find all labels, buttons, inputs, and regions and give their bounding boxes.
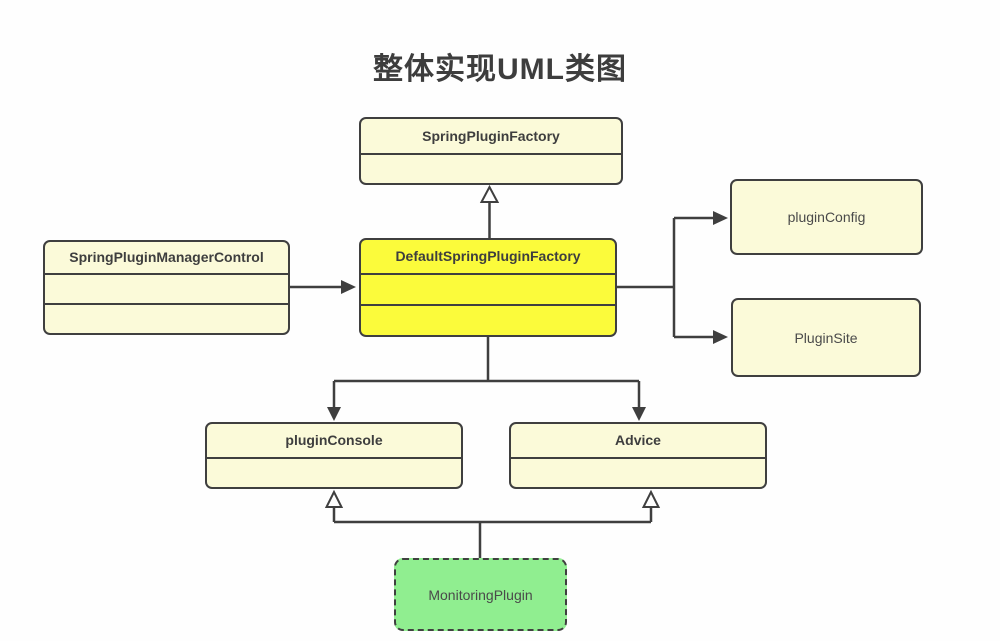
association-arrow-icon xyxy=(632,407,646,421)
association-arrow-icon xyxy=(327,407,341,421)
class-fields-section xyxy=(45,273,288,303)
class-members-section xyxy=(361,153,621,183)
class-fields-section xyxy=(361,273,615,304)
generalization-arrow-icon xyxy=(479,184,500,203)
class-title: Advice xyxy=(615,432,661,448)
edge-default-to-bottom-branch xyxy=(332,337,641,409)
class-spring-plugin-factory: SpringPluginFactory xyxy=(359,117,623,185)
class-title: MonitoringPlugin xyxy=(428,586,533,603)
class-title: SpringPluginFactory xyxy=(422,127,560,144)
diagram-title: 整体实现UML类图 xyxy=(373,53,627,86)
association-arrow-icon xyxy=(341,280,356,294)
class-methods-section xyxy=(361,304,615,335)
class-members-section xyxy=(511,457,765,487)
class-members-section xyxy=(207,457,461,487)
association-arrow-icon xyxy=(713,330,728,344)
class-plugin-config: pluginConfig xyxy=(730,179,923,255)
class-monitoring-plugin: MonitoringPlugin xyxy=(394,558,567,631)
class-title: pluginConfig xyxy=(787,209,866,225)
edge-default-to-right-branch xyxy=(617,216,714,339)
class-advice: Advice xyxy=(509,422,767,489)
class-title: pluginConsole xyxy=(285,432,383,448)
class-title: SpringPluginManagerControl xyxy=(69,249,264,265)
class-spring-plugin-manager-control: SpringPluginManagerControl xyxy=(43,240,290,335)
class-plugin-console: pluginConsole xyxy=(205,422,463,489)
class-plugin-site: PluginSite xyxy=(731,298,921,377)
generalization-arrow-icon xyxy=(324,489,344,508)
class-methods-section xyxy=(45,303,288,333)
generalization-arrow-icon xyxy=(641,489,661,508)
class-default-spring-plugin-factory: DefaultSpringPluginFactory xyxy=(359,238,617,337)
class-title: PluginSite xyxy=(794,329,858,346)
association-arrow-icon xyxy=(713,211,728,225)
class-title: DefaultSpringPluginFactory xyxy=(395,248,581,264)
edge-monitoring-to-parents xyxy=(332,507,653,558)
